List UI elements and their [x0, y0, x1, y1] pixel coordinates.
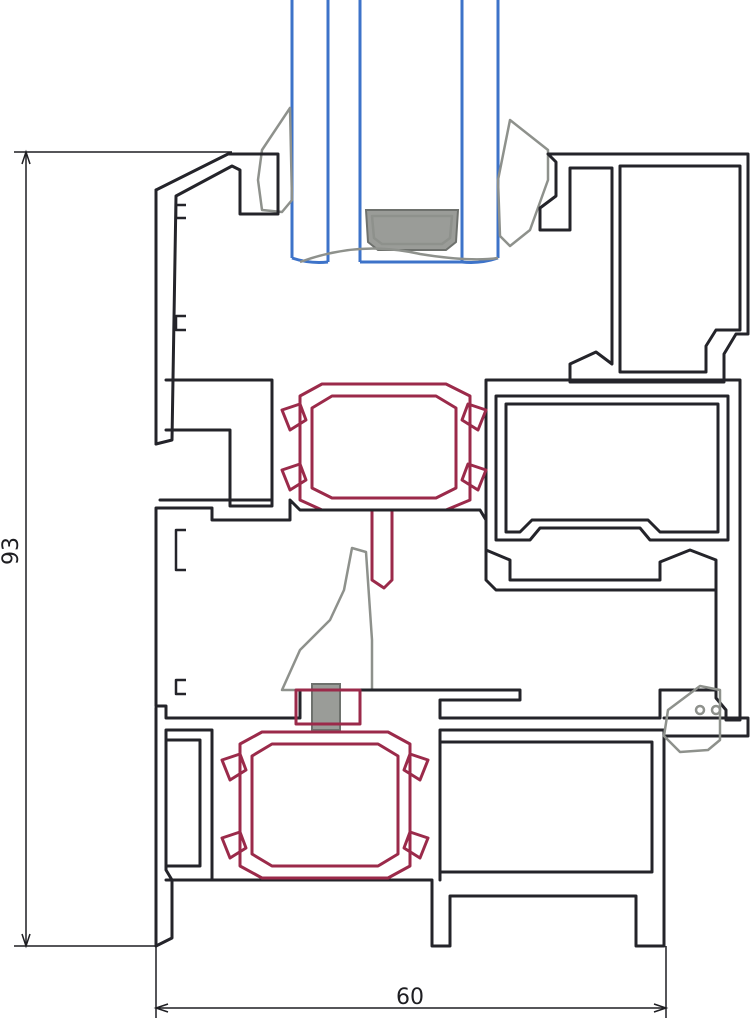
height-dimension	[14, 149, 232, 949]
width-dimension-label: 60	[396, 985, 424, 1010]
lower-frame-profile	[154, 498, 750, 948]
sash-profile	[484, 152, 750, 722]
thermal-break-lower	[220, 688, 430, 880]
outer-frame-profile	[154, 152, 280, 508]
thermal-break-upper	[280, 382, 488, 590]
width-dimension	[153, 946, 669, 1018]
spacer-bar	[364, 209, 460, 251]
hardware-seal-gasket	[662, 684, 722, 754]
glazing-unit	[290, 0, 500, 264]
centre-seal-gasket	[280, 546, 374, 731]
height-dimension-label: 93	[0, 537, 24, 565]
